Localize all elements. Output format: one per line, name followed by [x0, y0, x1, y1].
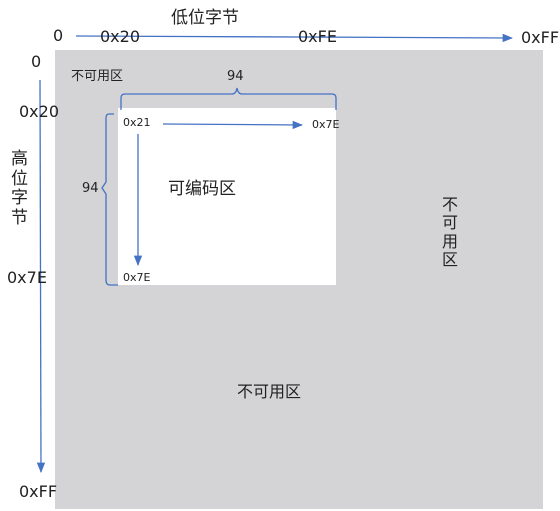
low-byte-title: 低位字节	[171, 8, 239, 28]
editable-zone-label: 可编码区	[168, 179, 236, 199]
editable-low-arrow	[162, 120, 304, 130]
width-brace	[120, 87, 337, 110]
high-byte-title-char: 字	[11, 188, 28, 209]
editable-height-label: 94	[82, 181, 99, 196]
unusable-zone-label-right: 不 可 用 区	[442, 195, 459, 270]
unusable-zone-label-bottom: 不可用区	[237, 382, 302, 401]
high-byte-title-char: 位	[11, 168, 28, 189]
editable-end-bottom-label: 0x7E	[123, 271, 151, 284]
high-byte-title: 高 位 字 节	[11, 149, 28, 228]
unusable-right-char: 不	[442, 195, 459, 214]
low-axis-0xFF-label: 0xFF	[521, 28, 560, 47]
high-axis-0xFF-label: 0xFF	[19, 482, 58, 501]
editable-region	[118, 108, 336, 285]
high-byte-title-char: 高	[11, 149, 28, 169]
unusable-right-char: 区	[442, 250, 459, 270]
unusable-right-char: 用	[442, 231, 459, 251]
high-byte-axis-arrow	[36, 79, 46, 474]
high-axis-0x20-label: 0x20	[19, 102, 60, 121]
low-byte-axis-arrow	[75, 33, 514, 43]
editable-width-label: 94	[227, 69, 244, 84]
high-byte-title-char: 节	[11, 207, 28, 228]
low-axis-0x20-label: 0x20	[100, 27, 141, 46]
low-axis-zero-label: 0	[53, 26, 64, 45]
high-axis-zero-label: 0	[31, 52, 42, 71]
height-bracket	[101, 113, 118, 286]
editable-start-label: 0x21	[123, 116, 151, 129]
unusable-right-char: 可	[442, 213, 459, 233]
unusable-zone-label-topleft: 不可用区	[71, 69, 124, 84]
high-axis-0x7E-label: 0x7E	[7, 268, 47, 287]
low-axis-0xFE-label: 0xFE	[298, 27, 337, 46]
editable-end-right-label: 0x7E	[312, 118, 340, 131]
